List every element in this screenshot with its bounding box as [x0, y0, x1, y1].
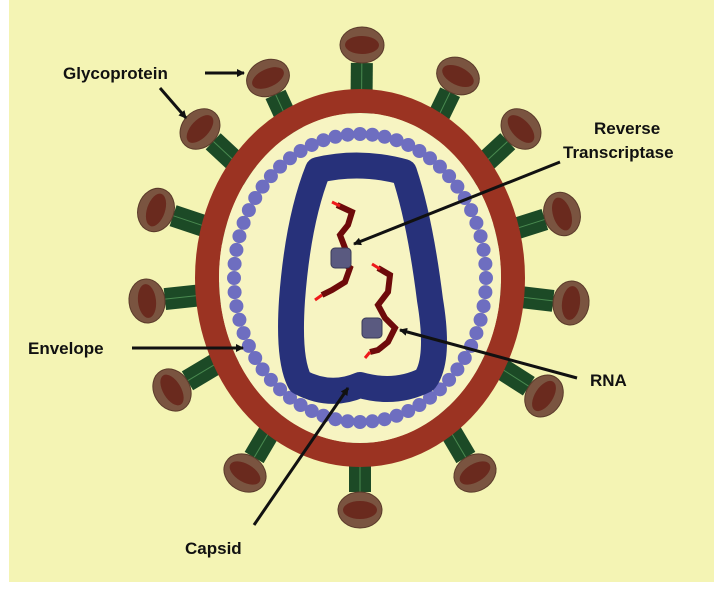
membrane-bead: [469, 215, 484, 230]
membrane-bead: [365, 414, 380, 429]
label-envelope: Envelope: [28, 339, 104, 358]
membrane-bead: [304, 404, 319, 419]
rna-strand-2-end-top: [371, 262, 381, 271]
membrane-bead: [478, 256, 493, 271]
membrane-bead: [229, 299, 244, 314]
membrane-bead: [255, 362, 270, 377]
membrane-bead: [469, 326, 484, 341]
membrane-bead: [432, 159, 447, 174]
membrane-bead: [232, 229, 247, 244]
membrane-bead: [236, 215, 251, 230]
membrane-bead: [227, 256, 242, 271]
membrane-bead: [227, 285, 242, 300]
membrane-beads: [227, 127, 493, 429]
glycoprotein-head-core: [186, 115, 214, 143]
membrane-bead: [423, 390, 438, 405]
membrane-bead: [377, 129, 392, 144]
membrane-bead: [229, 242, 244, 257]
membrane-bead: [273, 159, 288, 174]
membrane-bead: [263, 372, 278, 387]
membrane-bead: [464, 203, 479, 218]
rna-strand-1-end-bottom: [314, 293, 323, 302]
label-glycoprotein: Glycoprotein: [63, 64, 168, 83]
glycoprotein-head-core: [229, 461, 261, 485]
membrane-bead: [389, 133, 404, 148]
membrane-bead: [473, 229, 488, 244]
membrane-bead: [423, 151, 438, 166]
label-rna: RNA: [590, 371, 627, 390]
label-reverse: Reverse: [594, 119, 660, 138]
glycoprotein-head-core: [552, 197, 572, 231]
glycoprotein-head-core: [532, 380, 556, 412]
membrane-bead: [450, 179, 465, 194]
membrane-bead: [328, 412, 343, 427]
membrane-bead: [450, 362, 465, 377]
glycoprotein-head-core: [345, 35, 379, 55]
membrane-bead: [340, 127, 355, 142]
membrane-bead: [293, 144, 308, 159]
membrane-bead: [442, 169, 457, 184]
membrane-bead: [365, 127, 380, 142]
rna-arrow: [399, 327, 578, 380]
glycoprotein-head-core: [145, 193, 167, 227]
reverse-transcriptase-enzyme-2: [361, 317, 383, 339]
membrane-bead: [476, 299, 491, 314]
glycoprotein-head-core: [160, 374, 184, 406]
membrane-bead: [479, 271, 493, 285]
glycoprotein-head-core: [137, 284, 157, 318]
membrane-bead: [304, 137, 319, 152]
reverse-transcriptase-enzyme-1: [330, 247, 352, 269]
membrane-bead: [389, 408, 404, 423]
membrane-bead: [232, 312, 247, 327]
rna-strand-2-end-bottom: [363, 351, 372, 359]
membrane-bead: [255, 179, 270, 194]
membrane-bead: [340, 414, 355, 429]
membrane-bead: [353, 127, 367, 141]
membrane-bead: [457, 351, 472, 366]
membrane-bead: [282, 390, 297, 405]
membrane-bead: [401, 404, 416, 419]
arrows: [132, 69, 578, 526]
membrane-bead: [412, 397, 427, 412]
membrane-bead: [316, 133, 331, 148]
rna-strand-2: [369, 265, 399, 355]
label-capsid: Capsid: [185, 539, 242, 558]
membrane-bead: [263, 169, 278, 184]
membrane-bead: [401, 137, 416, 152]
glycoprotein: [128, 278, 226, 324]
membrane-bead: [273, 382, 288, 397]
reverse-transcriptase-arrow: [353, 160, 561, 246]
membrane-bead: [328, 129, 343, 144]
membrane-bead: [442, 372, 457, 387]
membrane-bead: [248, 190, 263, 205]
glycoprotein-arrow-2: [158, 87, 188, 119]
membrane-bead: [227, 271, 241, 285]
rna-strand-1-end-top: [331, 200, 341, 208]
membrane-bead: [353, 415, 367, 429]
membrane-bead: [241, 338, 256, 353]
membrane-bead: [473, 312, 488, 327]
membrane-bead: [478, 285, 493, 300]
membrane-bead: [293, 397, 308, 412]
membrane-bead: [241, 203, 256, 218]
glycoprotein-head-core: [459, 461, 491, 485]
membrane-bead: [236, 326, 251, 341]
membrane-bead: [248, 351, 263, 366]
capsid-arrow: [252, 387, 350, 526]
capsid: [278, 152, 447, 404]
membrane-bead: [476, 242, 491, 257]
envelope-ring: [195, 89, 525, 467]
label-transcriptase: Transcriptase: [563, 143, 674, 162]
glycoprotein-head-core: [442, 65, 474, 87]
glycoprotein-head-core: [252, 67, 284, 89]
glycoprotein-head-core: [343, 501, 377, 519]
glycoprotein-head-core: [507, 115, 535, 143]
glycoprotein-head-core: [561, 286, 581, 320]
membrane-bead: [282, 151, 297, 166]
membrane-bead: [412, 144, 427, 159]
membrane-bead: [377, 412, 392, 427]
